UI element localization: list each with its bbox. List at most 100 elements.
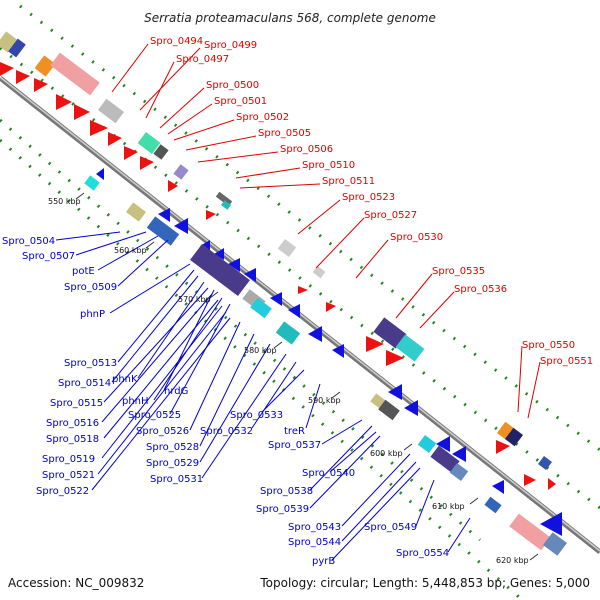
gene-block — [34, 55, 56, 77]
connector — [415, 479, 435, 527]
gene-block — [137, 131, 161, 155]
gene-block — [484, 496, 502, 514]
forward-label-connectors — [111, 43, 541, 419]
gene-label[interactable]: Spro_0501 — [214, 96, 267, 107]
gene-label[interactable]: Spro_0519 — [42, 454, 95, 465]
gene-arrow — [124, 146, 138, 160]
gene-arrow — [74, 104, 90, 120]
gene-label[interactable]: Spro_0539 — [256, 504, 309, 515]
gene-arrow — [206, 210, 216, 220]
gene-arrow — [90, 120, 108, 136]
gene-label[interactable]: Spro_0499 — [204, 40, 257, 51]
gene-arrow — [56, 94, 72, 110]
gene-label[interactable]: Spro_0536 — [454, 284, 507, 295]
gene-label[interactable]: Spro_0516 — [46, 418, 99, 429]
gene-label[interactable]: Spro_0509 — [64, 282, 117, 293]
connector — [197, 151, 279, 163]
gene-arrow — [548, 478, 556, 490]
gene-block — [8, 38, 26, 58]
gene-block — [50, 52, 100, 96]
tick — [331, 391, 341, 399]
gene-label[interactable]: Spro_0532 — [200, 426, 253, 437]
connector — [145, 61, 175, 119]
gene-label[interactable]: Spro_0535 — [432, 266, 485, 277]
gene-arrow — [496, 440, 510, 454]
connector — [167, 103, 213, 135]
gene-label[interactable]: Spro_0528 — [146, 442, 199, 453]
gene-label[interactable]: Spro_0529 — [146, 458, 199, 469]
connector — [159, 87, 205, 129]
connector — [239, 183, 321, 189]
connector — [169, 303, 231, 415]
gene-label[interactable]: Spro_0521 — [42, 470, 95, 481]
gene-label[interactable]: Spro_0525 — [128, 410, 181, 421]
gene-label[interactable]: potE — [72, 266, 95, 277]
gene-label[interactable]: Spro_0506 — [280, 144, 333, 155]
gene-block — [542, 532, 568, 556]
gene-label[interactable]: Spro_0531 — [150, 474, 203, 485]
connector — [101, 305, 223, 459]
gene-label[interactable]: Spro_0511 — [322, 176, 375, 187]
connector — [97, 311, 227, 475]
connector — [137, 281, 205, 379]
gene-label[interactable]: treR — [284, 426, 305, 437]
gene-label[interactable]: Spro_0527 — [364, 210, 417, 221]
gene-label[interactable]: phnP — [80, 309, 105, 320]
gene-label[interactable]: Spro_0540 — [302, 468, 355, 479]
gene-label[interactable]: Spro_0537 — [268, 440, 321, 451]
gene-block — [146, 216, 180, 246]
gene-block — [378, 399, 400, 421]
inner-dotted-track-2 — [0, 138, 521, 600]
gene-label[interactable]: Spro_0502 — [236, 112, 289, 123]
tick — [145, 241, 155, 249]
gene-label[interactable]: Spro_0538 — [260, 486, 313, 497]
tick — [469, 497, 479, 505]
gene-arrow — [388, 384, 402, 400]
connector — [55, 231, 121, 241]
tick-label: 550 kbp — [48, 197, 81, 206]
gene-label[interactable]: Spro_0505 — [258, 128, 311, 139]
gene-label[interactable]: Spro_0549 — [364, 522, 417, 533]
tick-label: 600 kbp — [370, 449, 403, 458]
gene-label[interactable]: Spro_0550 — [522, 340, 575, 351]
connector — [199, 343, 271, 463]
gene-block — [509, 513, 551, 551]
gene-label[interactable]: Spro_0530 — [390, 232, 443, 243]
gene-label[interactable]: phnH — [122, 396, 149, 407]
connector — [97, 235, 159, 271]
map-title: Serratia proteamaculans 568, complete ge… — [144, 11, 436, 25]
gene-label[interactable]: Spro_0551 — [540, 356, 593, 367]
gene-label[interactable]: Spro_0500 — [206, 80, 259, 91]
gene-label[interactable]: Spro_0543 — [288, 522, 341, 533]
gene-arrow — [108, 132, 122, 146]
gene-arrow — [404, 400, 418, 416]
gene-label[interactable]: phnK — [112, 374, 138, 385]
connector — [173, 119, 235, 141]
gene-label[interactable]: Spro_0513 — [64, 358, 117, 369]
gene-label[interactable]: Spro_0515 — [50, 398, 103, 409]
gene-label[interactable]: Spro_0494 — [150, 36, 203, 47]
gene-label[interactable]: Spro_0507 — [22, 251, 75, 262]
gene-label[interactable]: pyrB — [312, 556, 335, 567]
connector — [329, 431, 377, 473]
gene-label[interactable]: nrdG — [164, 386, 188, 397]
connector — [109, 263, 191, 314]
gene-label[interactable]: Spro_0522 — [36, 486, 89, 497]
gene-label[interactable]: Spro_0544 — [288, 537, 341, 548]
connector — [321, 419, 363, 445]
gene-label[interactable]: Spro_0533 — [230, 410, 283, 421]
gene-label[interactable]: Spro_0497 — [176, 54, 229, 65]
connector — [261, 369, 305, 413]
gene-arrow — [386, 350, 404, 366]
connector — [103, 299, 219, 439]
gene-block — [277, 238, 297, 258]
gene-label[interactable]: Spro_0514 — [58, 378, 111, 389]
gene-label[interactable]: Spro_0526 — [136, 426, 189, 437]
gene-label[interactable]: Spro_0518 — [46, 434, 99, 445]
gene-arrow — [96, 168, 104, 180]
gene-label[interactable]: Spro_0504 — [2, 236, 55, 247]
gene-arrow — [436, 436, 450, 452]
gene-label[interactable]: Spro_0523 — [342, 192, 395, 203]
gene-label[interactable]: Spro_0510 — [302, 160, 355, 171]
gene-label[interactable]: Spro_0554 — [396, 548, 449, 559]
